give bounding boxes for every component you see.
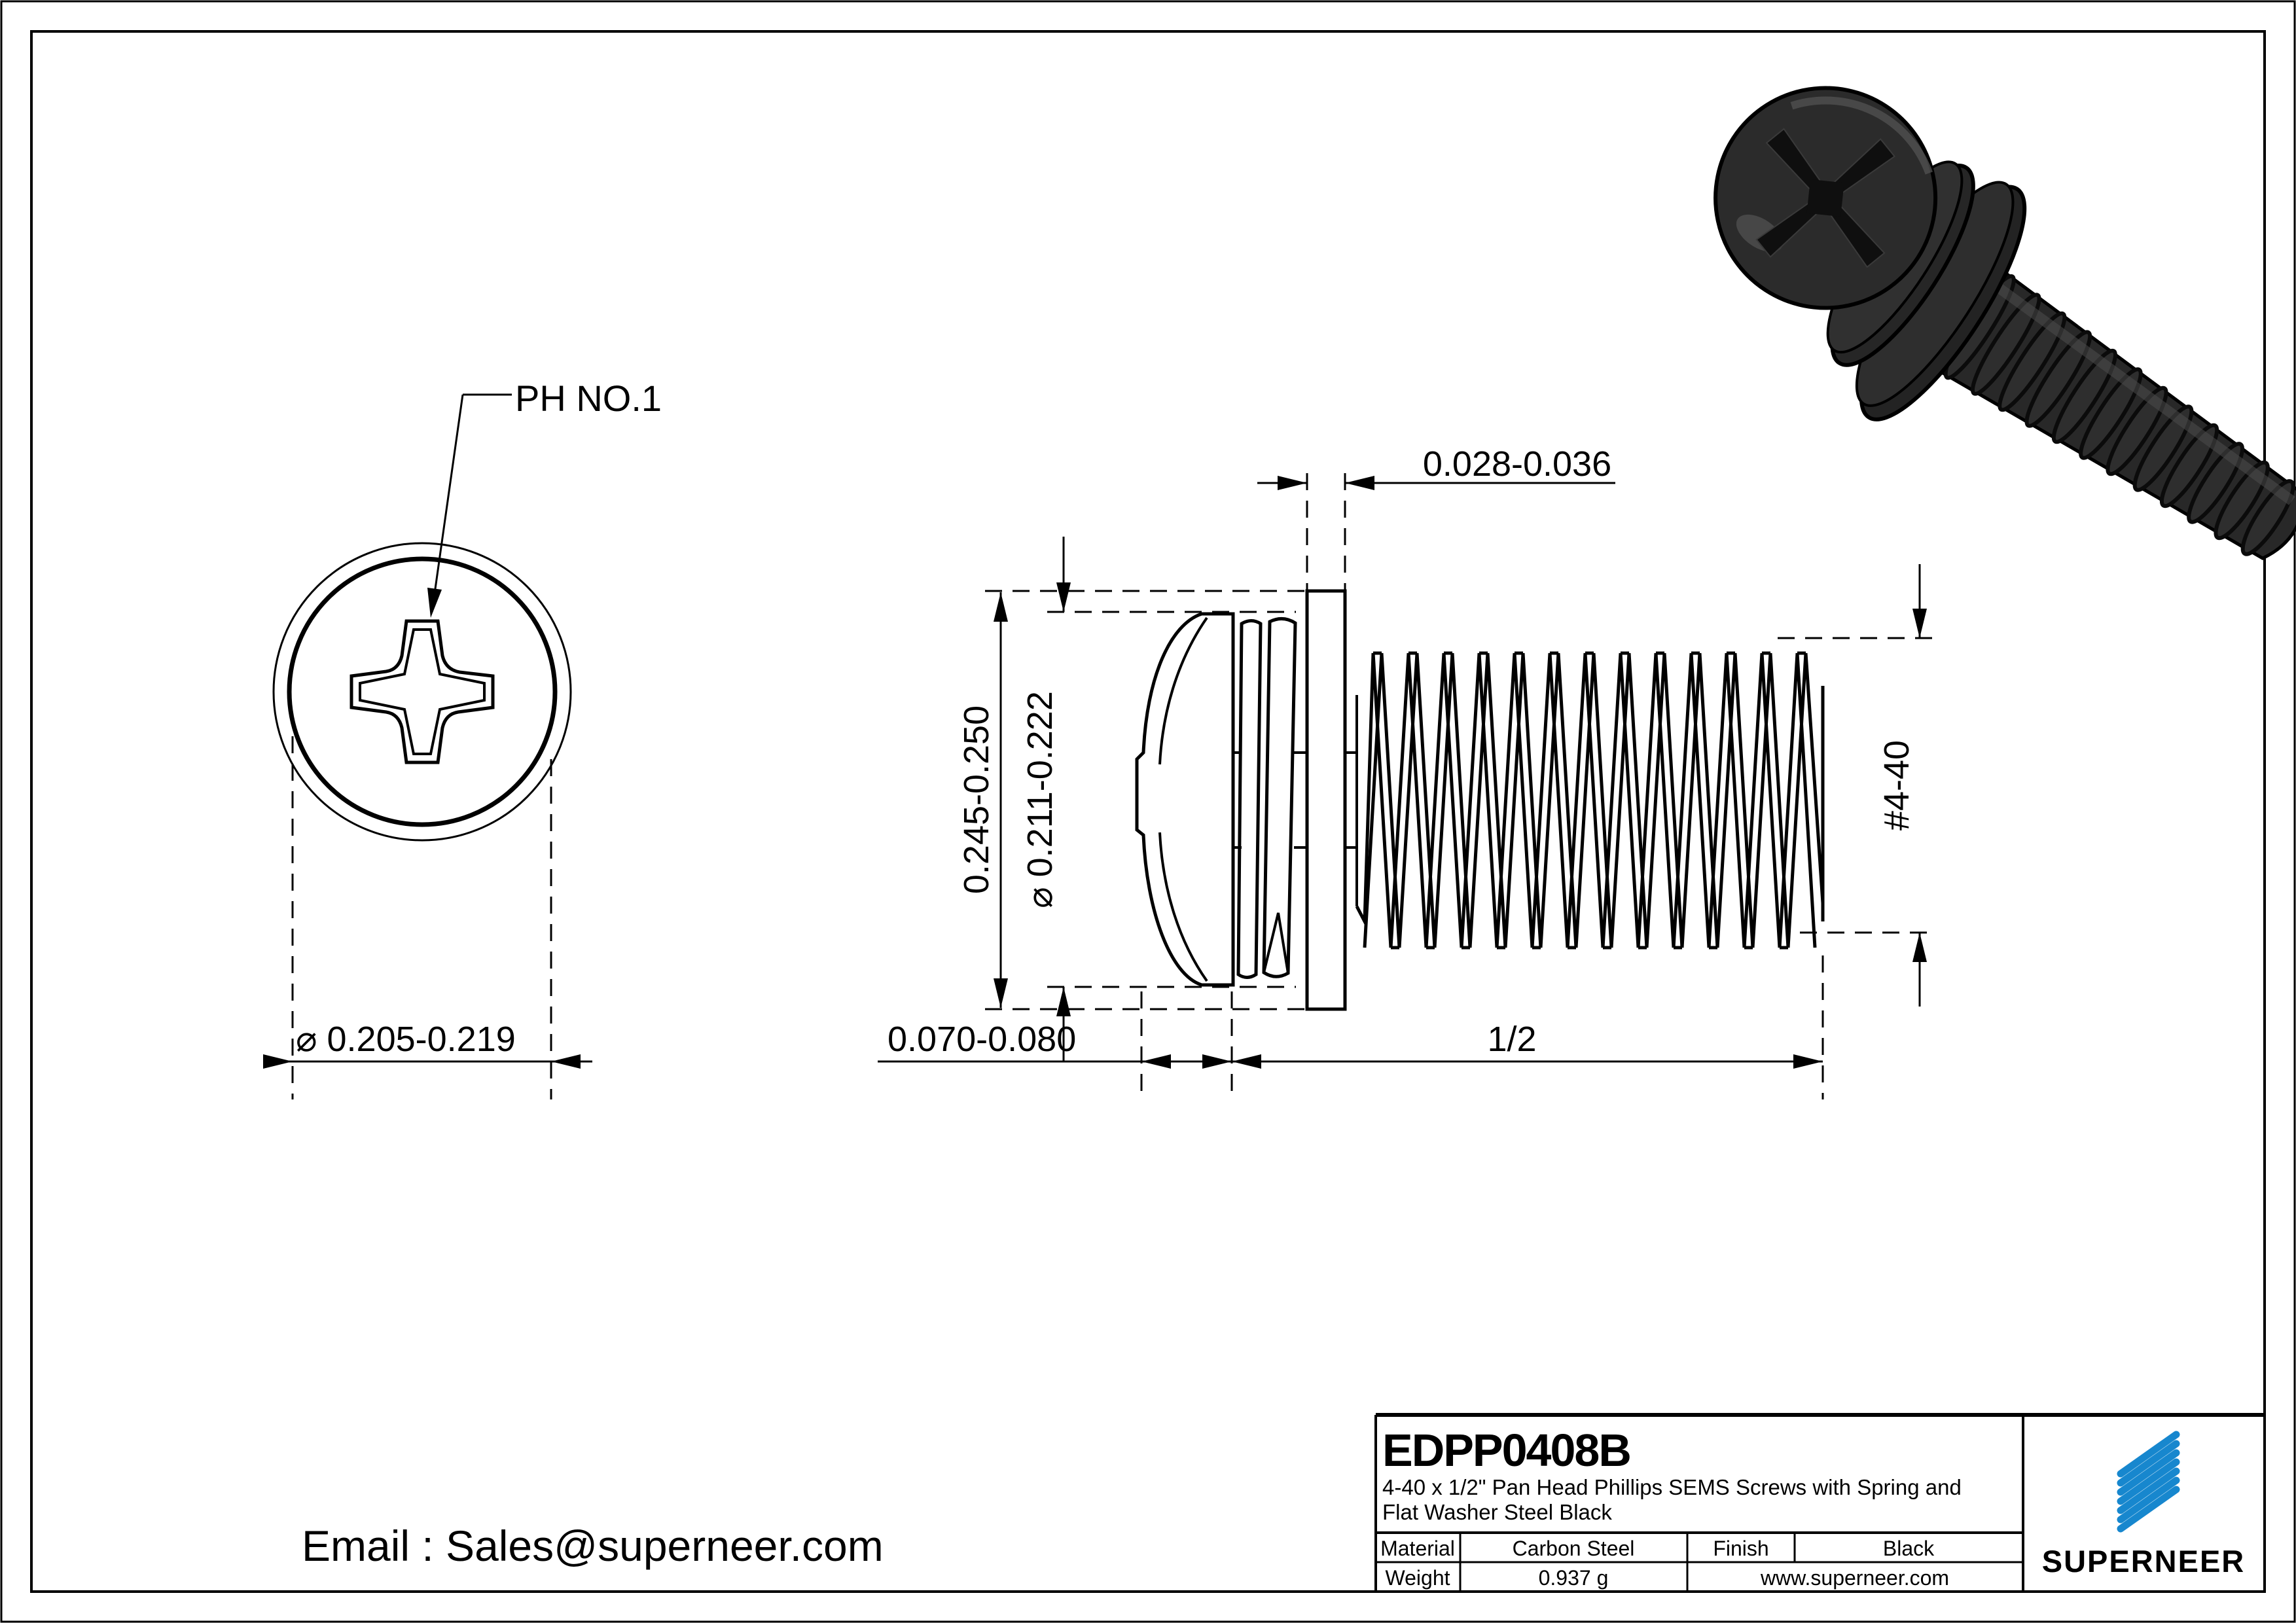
dim-thread-size: #4-40 [1778,564,1937,1007]
phillips-recess-inner [359,628,486,755]
part-description-line1: 4-40 x 1/2" Pan Head Phillips SEMS Screw… [1382,1475,1962,1499]
shank-stub-lines [1233,751,1357,849]
head-highlight [1790,96,1933,175]
dim-arrowhead [263,1054,293,1069]
phillips-recess-3d [1755,128,1896,268]
top-view: PH NO.1 ⌀ 0.205-0.219 [263,378,662,1099]
brand-name: SUPERNEER [2042,1544,2246,1578]
material-value: Carbon Steel [1513,1537,1635,1560]
part-description-line2: Flat Washer Steel Black [1382,1500,1612,1524]
side-view: 0.028-0.036 0.245-0.250 ⌀ 0.211-0.222 [878,444,1937,1099]
dim-washer-thickness: 0.028-0.036 [1257,444,1615,590]
dim-arrowhead [551,1054,581,1069]
inner-border [30,30,2266,1593]
spring-washer [1236,617,1297,979]
washer-od-dimension: 0.245-0.250 [957,705,996,894]
part-number: EDPP0408B [1382,1425,1630,1476]
material-label: Material [1380,1537,1455,1560]
length-dimension: 1/2 [1487,1020,1536,1059]
thread-size-dimension: #4-40 [1877,740,1916,830]
thread-rings [1943,274,2295,556]
dim-washer-od: 0.245-0.250 [957,590,1306,1010]
threaded-shaft [1355,651,1825,950]
callout-leader-slant [431,394,464,613]
website-link[interactable]: www.superneer.com [1760,1566,1949,1590]
callout-arrowhead [427,588,442,618]
recess-profile-lower [1158,832,1208,982]
finish-label: Finish [1713,1537,1768,1560]
head-od-dimension: ⌀ 0.211-0.222 [1020,691,1060,908]
flat-washer [1305,589,1347,1011]
head-height-dimension: 0.070-0.080 [888,1020,1076,1059]
head-outline-circle [287,556,558,827]
title-block: EDPP0408B 4-40 x 1/2" Pan Head Phillips … [1374,1413,2265,1592]
dim-bottom: 0.070-0.080 1/2 [878,955,1824,1099]
pan-head-profile [1135,612,1235,987]
screw-3d-render [1713,86,2296,560]
phillips-callout-label: PH NO.1 [515,378,662,419]
weight-value: 0.937 g [1539,1566,1609,1590]
finish-value: Black [1883,1537,1935,1560]
recess-profile-upper [1158,616,1208,765]
washer-outline-circle [272,542,572,842]
head-diameter-dimension: ⌀ 0.205-0.219 [296,1020,516,1059]
washer-thickness-dimension: 0.028-0.036 [1423,444,1611,484]
superneer-logo-icon [2117,1431,2180,1533]
dim-head-od: ⌀ 0.211-0.222 [1020,537,1296,1062]
contact-email: Email : Sales@superneer.com [302,1522,884,1570]
phillips-recess-outer [350,619,495,764]
weight-label: Weight [1385,1566,1450,1590]
shaft-highlight [1986,277,2295,505]
